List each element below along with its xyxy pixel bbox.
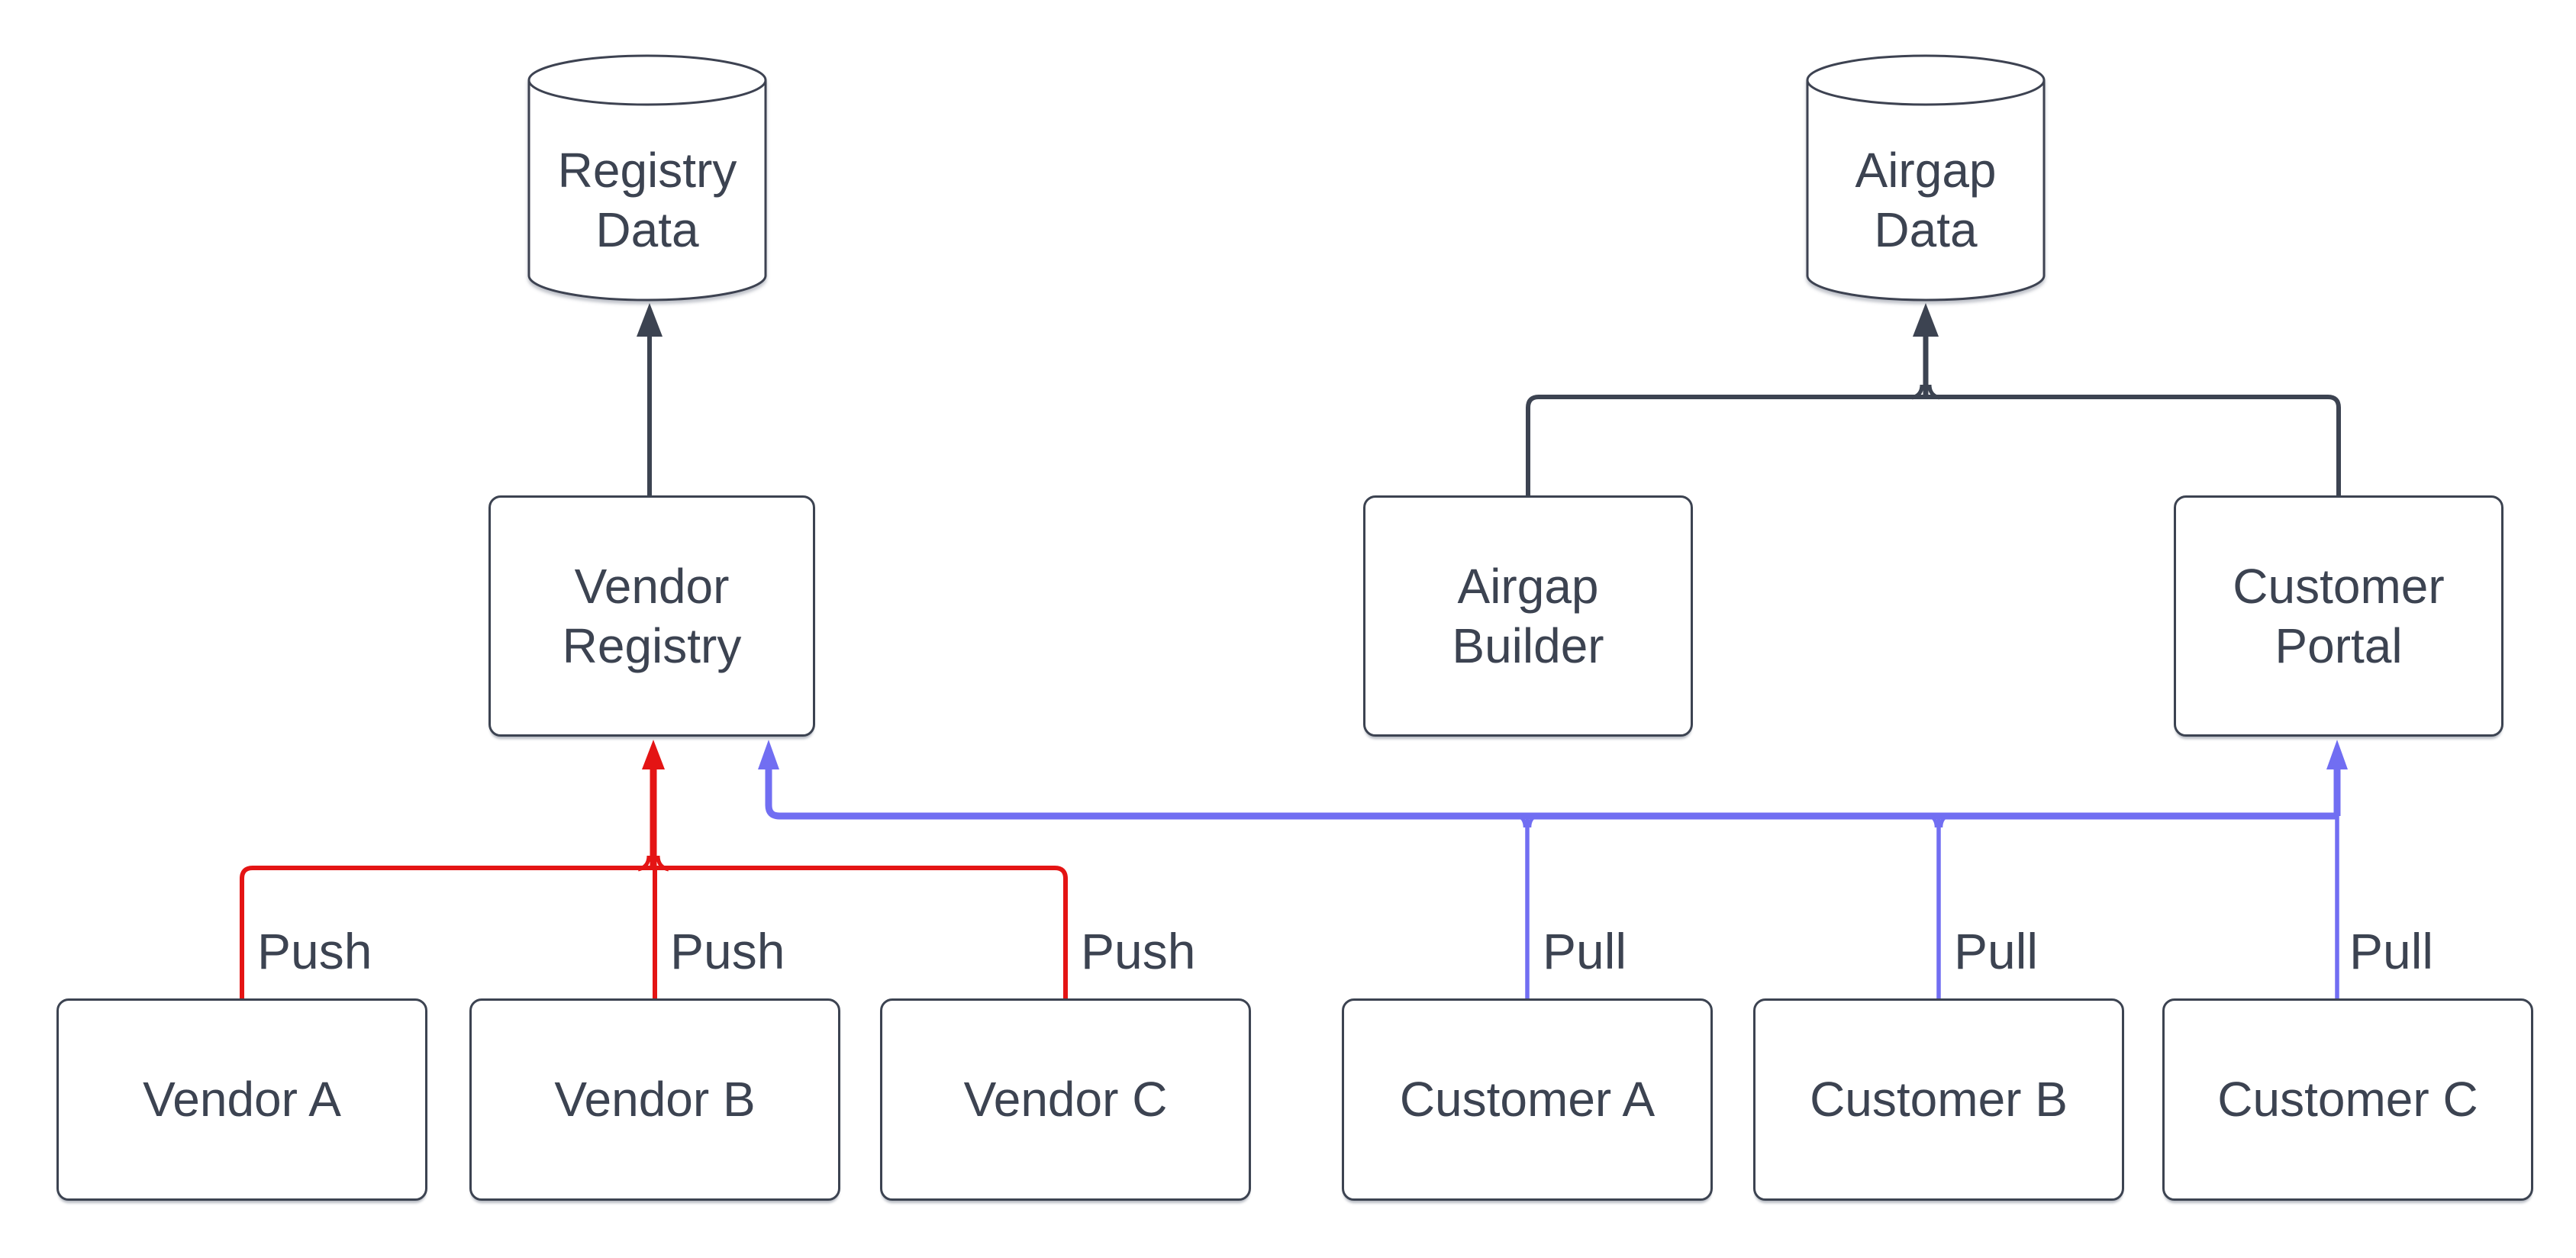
edge-label-pull-customer-c: Pull [2349,923,2434,979]
edge-builders-to-airgap-data [1526,303,2341,495]
edge-vendor-registry-to-registry-data [637,303,663,495]
node-vendor-a[interactable]: Vendor A [56,998,427,1201]
edge-label-push-vendor-b: Push [670,923,785,979]
node-customer-c[interactable]: Customer C [2162,998,2533,1201]
edge-label-push-vendor-c: Push [1081,923,1196,979]
edge-label-pull-customer-b: Pull [1954,923,2039,979]
node-label-customer-portal: Customer Portal [2233,558,2445,673]
edge-label-push-vendor-a: Push [257,923,372,979]
node-label-vendor-c: Vendor C [963,1072,1168,1127]
node-label-vendor-b: Vendor B [554,1072,756,1127]
node-label-vendor-registry: Vendor Registry [562,558,742,673]
cylinder-airgap-data[interactable] [1806,54,2046,302]
node-label-customer-b: Customer B [1810,1072,2068,1127]
node-customer-b[interactable]: Customer B [1753,998,2124,1201]
cylinder-label-registry-data: Registry Data [557,142,737,257]
cylinder-label-airgap-data: Airgap Data [1855,142,1997,257]
node-vendor-c[interactable]: Vendor C [880,998,1251,1201]
node-customer-a[interactable]: Customer A [1342,998,1713,1201]
node-label-customer-c: Customer C [2217,1072,2478,1127]
node-customer-portal[interactable]: Customer Portal [2174,495,2503,737]
node-label-airgap-builder: Airgap Builder [1452,558,1604,673]
cylinder-registry-data[interactable] [527,54,767,302]
node-airgap-builder[interactable]: Airgap Builder [1363,495,1693,737]
node-vendor-registry[interactable]: Vendor Registry [488,495,815,737]
node-vendor-b[interactable]: Vendor B [469,998,840,1201]
edge-label-pull-customer-a: Pull [1543,923,1627,979]
node-label-customer-a: Customer A [1399,1072,1656,1127]
node-label-vendor-a: Vendor A [143,1072,341,1127]
